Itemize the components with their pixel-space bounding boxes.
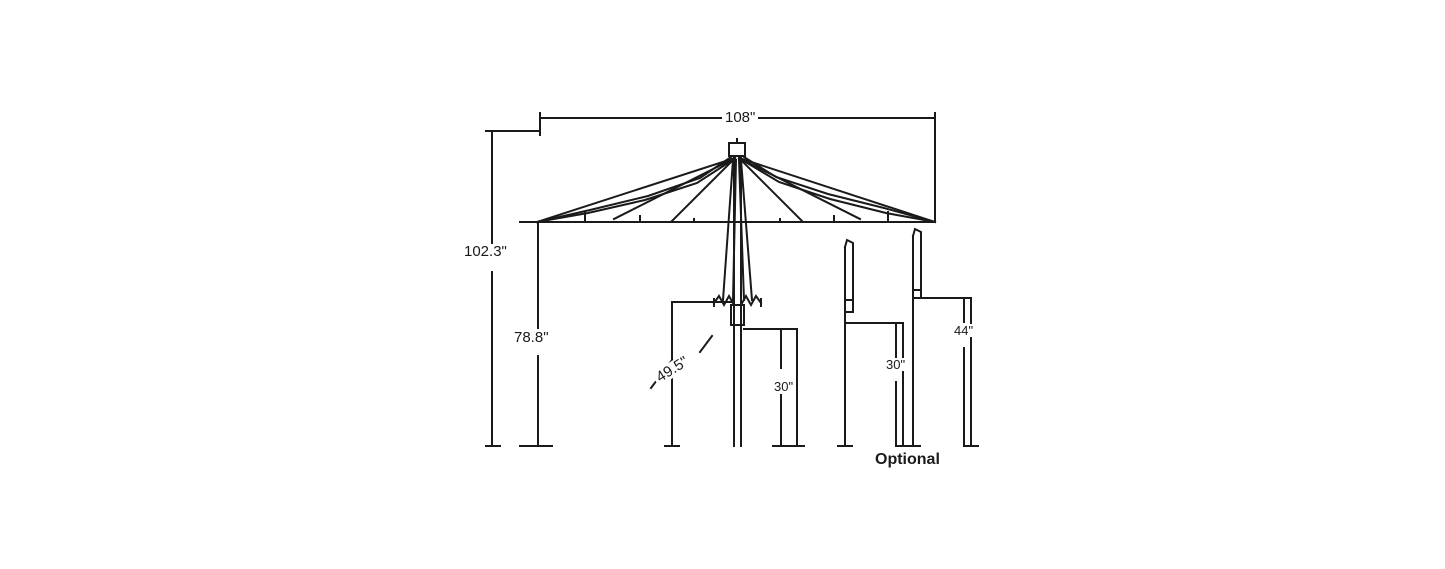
chair-high-back	[905, 227, 979, 447]
label-chair-back-height: 44"	[952, 323, 976, 338]
dimension-canopy-clearance	[519, 221, 553, 447]
dimension-table-height	[772, 328, 790, 447]
label-canopy-width: 108"	[722, 110, 759, 125]
umbrella-canopy	[535, 138, 937, 302]
dimension-total-height	[485, 130, 541, 447]
label-total-height: 102.3"	[461, 244, 510, 259]
chair-low-back	[837, 238, 911, 447]
label-chair-seat-height: 30"	[884, 357, 908, 372]
label-table-height: 30"	[772, 379, 796, 394]
label-optional-caption: Optional	[872, 452, 943, 468]
label-canopy-clearance-height: 78.8"	[511, 330, 552, 345]
